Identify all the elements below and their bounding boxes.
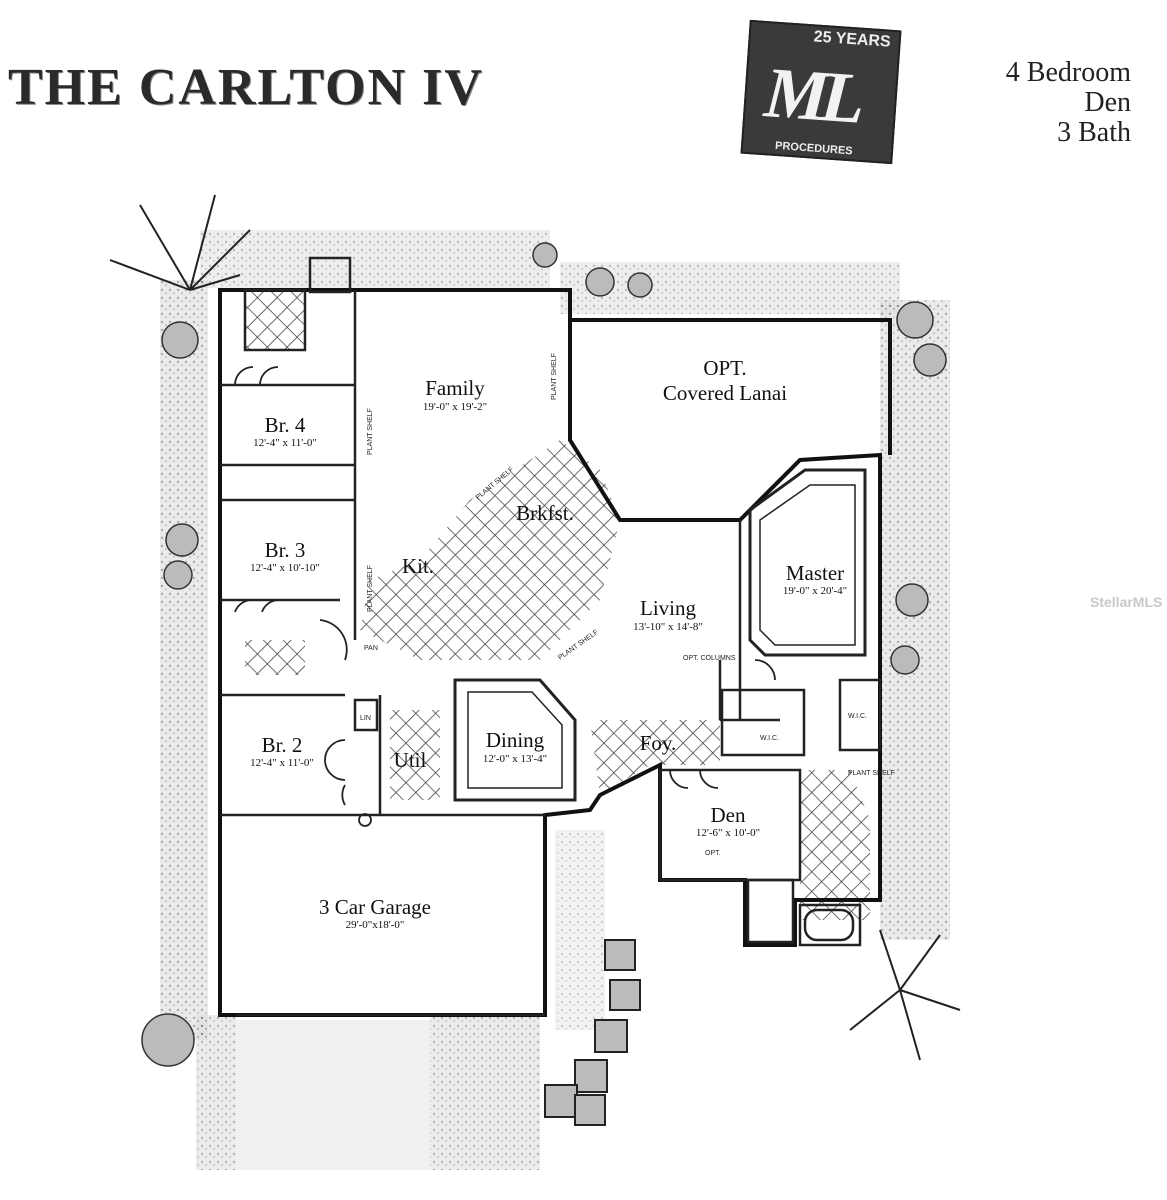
label-util: Util	[394, 748, 427, 772]
label-foy: Foy.	[640, 731, 677, 755]
note-plant-shelf-2: PLANT SHELF	[551, 353, 558, 400]
dims-master: 19'-0" x 20'-4"	[783, 585, 847, 597]
label-br3: Br. 3	[265, 538, 306, 562]
dims-br4: 12'-4" x 11'-0"	[253, 437, 317, 449]
note-plant-shelf-1: PLANT SHELF	[367, 408, 374, 455]
dims-garage: 29'-0"x18'-0"	[346, 919, 405, 931]
dims-family: 19'-0" x 19'-2"	[423, 401, 487, 413]
palm-tree-icon	[109, 194, 961, 1061]
label-living: Living	[640, 596, 696, 620]
label-den: Den	[711, 803, 746, 827]
room-labels: Family 19'-0" x 19'-2" OPT. Covered Lana…	[250, 356, 847, 931]
note-opt-columns: OPT. COLUMNS	[683, 655, 736, 662]
plan-specs: 4 Bedroom Den 3 Bath	[1006, 58, 1131, 148]
label-dining: Dining	[486, 728, 545, 752]
stepping-stones	[544, 939, 641, 1126]
label-br4: Br. 4	[265, 413, 306, 437]
note-plant-shelf-6: PLANT SHELF	[848, 770, 895, 777]
exterior-walls	[218, 288, 892, 1017]
label-lanai: Covered Lanai	[663, 381, 787, 405]
note-plant-shelf-3: PLANT SHELF	[367, 565, 374, 612]
dims-br3: 12'-4" x 10'-10"	[250, 562, 320, 574]
shrub-icon	[141, 242, 947, 1067]
label-br2: Br. 2	[262, 733, 303, 757]
note-wic-2: W.I.C.	[848, 713, 867, 720]
dims-living: 13'-10" x 14'-8"	[633, 621, 703, 633]
label-master: Master	[786, 561, 844, 585]
dims-dining: 12'-0" x 13'-4"	[483, 753, 547, 765]
tile-areas	[245, 290, 870, 920]
note-wic-1: W.I.C.	[760, 735, 779, 742]
spec-den: Den	[1084, 87, 1131, 118]
label-family: Family	[425, 376, 485, 400]
note-lin: LIN	[360, 715, 371, 722]
dims-den: 12'-6" x 10'-0"	[696, 827, 760, 839]
label-lanai-opt: OPT.	[703, 356, 746, 380]
spec-bedrooms: 4 Bedroom	[1005, 57, 1131, 88]
interior-walls	[220, 256, 882, 947]
note-pan: PAN	[364, 645, 378, 652]
stellar-mls-watermark: StellarMLS	[1090, 594, 1163, 610]
dims-br2: 12'-4" x 11'-0"	[250, 757, 314, 769]
note-opt-den: OPT.	[705, 850, 721, 857]
landscaping	[109, 194, 961, 1170]
label-brkfst: Brkfst.	[516, 501, 574, 525]
plan-title: THE CARLTON IV	[8, 59, 484, 116]
label-kit: Kit.	[402, 554, 434, 578]
label-garage: 3 Car Garage	[319, 895, 431, 919]
door-swings	[234, 366, 776, 827]
spec-baths: 3 Bath	[1057, 117, 1131, 148]
